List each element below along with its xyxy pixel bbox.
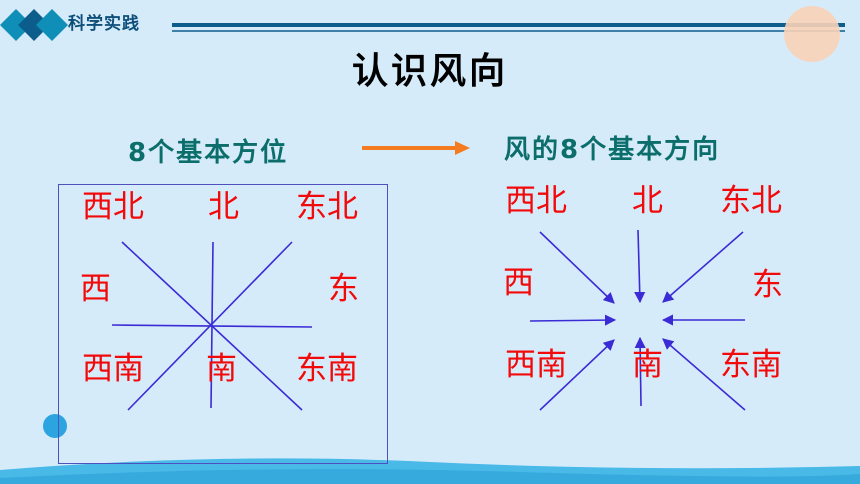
label-northwest: 西北 (82, 189, 144, 225)
wind-arrow-s (634, 336, 646, 407)
wind-arrows (529, 229, 746, 411)
wind-arrow-nw (539, 231, 615, 304)
wind-arrow-sw (539, 339, 615, 411)
label-north: 北 (208, 189, 239, 225)
wind-arrow-w (529, 314, 617, 326)
label-southwest: 西南 (82, 351, 144, 387)
wind-arrow-se (662, 338, 746, 411)
wind-label-southwest: 西南 (505, 347, 567, 383)
header-rule (172, 23, 845, 32)
right-subtitle: 风的8个基本方向 (504, 135, 721, 165)
arrow-right-icon (362, 141, 470, 155)
wind-label-southeast: 东南 (720, 347, 782, 383)
wind-arrow-n (634, 229, 646, 304)
label-northeast: 东北 (296, 189, 358, 225)
left-subtitle: 8个基本方位 (128, 138, 289, 168)
decorative-peach-circle (784, 6, 840, 62)
wind-arrow-ne (662, 231, 744, 303)
compass-frame (58, 184, 388, 464)
decorative-blue-dot (43, 414, 67, 438)
header-diamond-icons (0, 9, 68, 41)
wind-label-northwest: 西北 (505, 183, 567, 219)
label-southeast: 东南 (296, 351, 358, 387)
wind-label-north: 北 (632, 183, 663, 219)
wind-label-northeast: 东北 (720, 183, 782, 219)
section-label: 科学实践 (68, 14, 140, 34)
label-east: 东 (328, 271, 359, 307)
label-south: 南 (206, 351, 237, 387)
wind-label-west: 西 (503, 265, 534, 301)
wind-label-east: 东 (752, 267, 783, 303)
page-title: 认识风向 (351, 51, 508, 92)
label-west: 西 (80, 271, 111, 307)
compass-lines (111, 241, 313, 411)
wind-label-south: 南 (632, 347, 663, 383)
